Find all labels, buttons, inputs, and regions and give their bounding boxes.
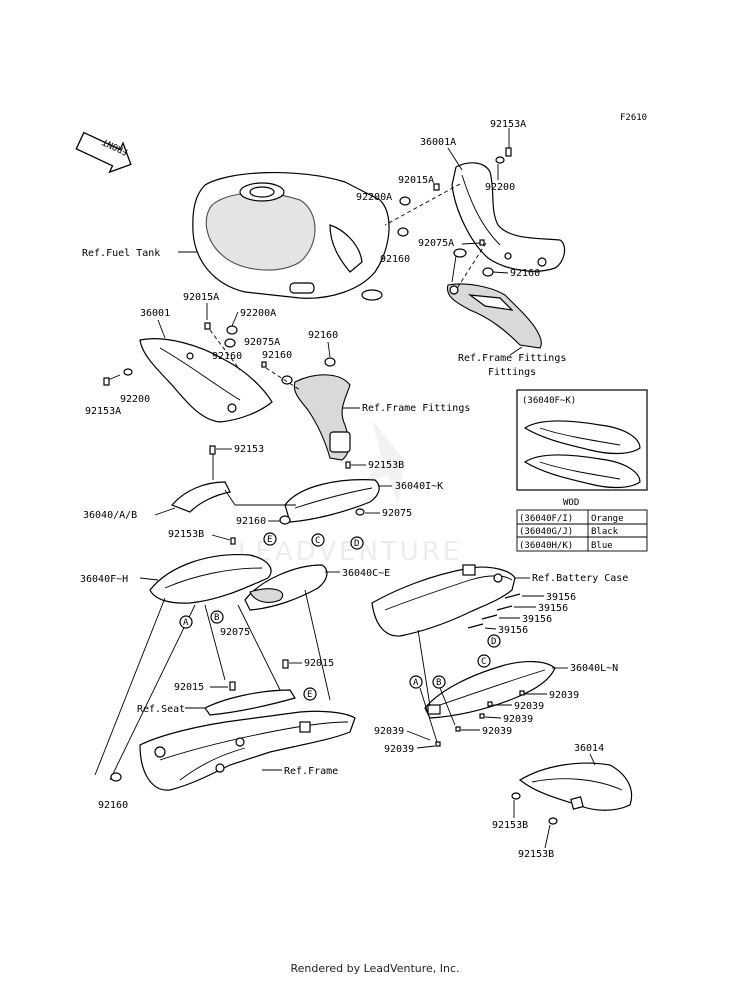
battery-case (371, 564, 516, 637)
ref-frame-fittings-right-2: Fittings (488, 367, 536, 378)
callout-B1: B (210, 610, 224, 624)
callout-A2: A (409, 675, 423, 689)
label-36040FH: 36040F~H (80, 574, 128, 585)
svg-text:B: B (214, 613, 219, 623)
label-92039-1: 92039 (549, 690, 579, 701)
label-39156-4: 39156 (498, 625, 528, 636)
part-36040-AB (170, 481, 231, 513)
label-36040AB: 36040/A/B (83, 510, 137, 521)
svg-text:E: E (267, 535, 272, 545)
label-92153B-mid: 92153B (368, 460, 404, 471)
label-92200A-top: 92200A (356, 192, 392, 203)
label-92039-3: 92039 (503, 714, 533, 725)
label-92039-4: 92039 (482, 726, 512, 737)
svg-text:B: B (436, 678, 441, 688)
label-92075A-left: 92075A (244, 337, 280, 348)
footer-credit: Rendered by LeadVenture, Inc. (290, 962, 460, 975)
frame-fittings-center (293, 374, 351, 461)
label-92039-2: 92039 (514, 701, 544, 712)
inset-box: (36040F~K) (516, 389, 648, 491)
color-table: WOD (36040F/I) Orange (36040G/J) Black (… (516, 498, 648, 552)
label-92015A-left: 92015A (183, 292, 219, 303)
label-92200A-left: 92200A (240, 308, 276, 319)
label-36014: 36014 (574, 743, 604, 754)
label-92160-l3: 92160 (308, 330, 338, 341)
label-92039-5: 92039 (374, 726, 404, 737)
ref-battery-case: Ref.Battery Case (532, 573, 628, 584)
callout-D1: D (350, 536, 364, 550)
figure-code: F2610 (620, 113, 647, 123)
label-92160-l2: 92160 (262, 350, 292, 361)
label-36001A: 36001A (420, 137, 456, 148)
inset-title: (36040F~K) (522, 396, 576, 406)
svg-text:C: C (315, 536, 320, 546)
label-92075-l: 92075 (220, 627, 250, 638)
label-92015-l: 92015 (174, 682, 204, 693)
color-row-2-code: (36040G/J) (519, 527, 573, 537)
label-92153A-top: 92153A (490, 119, 526, 130)
label-92160-t1: 92160 (380, 254, 410, 265)
part-36040-FH (149, 553, 272, 604)
label-36001: 36001 (140, 308, 170, 319)
color-row-3-color: Blue (591, 541, 613, 551)
label-36040CE: 36040C~E (342, 568, 390, 579)
svg-text:C: C (481, 657, 486, 667)
ref-frame-fittings-center: Ref.Frame Fittings (362, 403, 470, 414)
watermark-logo (362, 420, 404, 505)
label-36040IK: 36040I~K (395, 481, 443, 492)
svg-text:D: D (354, 539, 359, 549)
label-92200-top: 92200 (485, 182, 515, 193)
label-92153A-left: 92153A (85, 406, 121, 417)
label-92160-bl: 92160 (98, 800, 128, 811)
color-row-3-code: (36040H/K) (519, 541, 573, 551)
label-92039-6: 92039 (384, 744, 414, 755)
frame-fittings-right (446, 283, 542, 349)
label-92015-r: 92015 (304, 658, 334, 669)
svg-text:D: D (491, 637, 496, 647)
label-92160-l1: 92160 (212, 351, 242, 362)
label-39156-1: 39156 (546, 592, 576, 603)
ref-frame-fittings-right: Ref.Frame Fittings (458, 353, 566, 364)
frame (139, 710, 356, 791)
label-36040LN: 36040L~N (570, 663, 618, 674)
svg-text:A: A (413, 678, 419, 688)
label-39156-3: 39156 (522, 614, 552, 625)
label-39156-2: 39156 (538, 603, 568, 614)
label-92160-t2: 92160 (510, 268, 540, 279)
svg-text:E: E (307, 690, 312, 700)
color-row-1-code: (36040F/I) (519, 514, 573, 524)
ref-frame: Ref.Frame (284, 766, 338, 777)
color-row-2-color: Black (591, 527, 619, 537)
label-92160-mid: 92160 (236, 516, 266, 527)
color-table-header: WOD (563, 498, 579, 508)
callout-E2: E (303, 687, 317, 701)
label-92200-left: 92200 (120, 394, 150, 405)
label-92153B-l: 92153B (168, 529, 204, 540)
label-92075A-top: 92075A (418, 238, 454, 249)
fuel-tank (192, 171, 390, 301)
callout-D2: D (487, 634, 501, 648)
callout-A1: A (179, 615, 193, 629)
svg-text:A: A (183, 618, 189, 628)
part-36040-IK (284, 479, 380, 523)
part-36014 (518, 762, 633, 811)
seat (204, 689, 296, 716)
part-36001 (139, 338, 273, 423)
callout-B2: B (432, 675, 446, 689)
callout-C2: C (477, 654, 491, 668)
label-92153: 92153 (234, 444, 264, 455)
callout-E1: E (263, 532, 277, 546)
part-36040-CE (244, 564, 328, 611)
part-36001A (451, 162, 566, 272)
label-92075-r: 92075 (382, 508, 412, 519)
color-row-1-color: Orange (591, 514, 624, 524)
front-arrow-icon: FRONT (75, 131, 132, 174)
label-92153B-b2: 92153B (518, 849, 554, 860)
label-92153B-b1: 92153B (492, 820, 528, 831)
label-92015A-top: 92015A (398, 175, 434, 186)
callout-C1: C (311, 533, 325, 547)
ref-fuel-tank: Ref.Fuel Tank (82, 248, 160, 259)
ref-seat: Ref.Seat (137, 704, 185, 715)
